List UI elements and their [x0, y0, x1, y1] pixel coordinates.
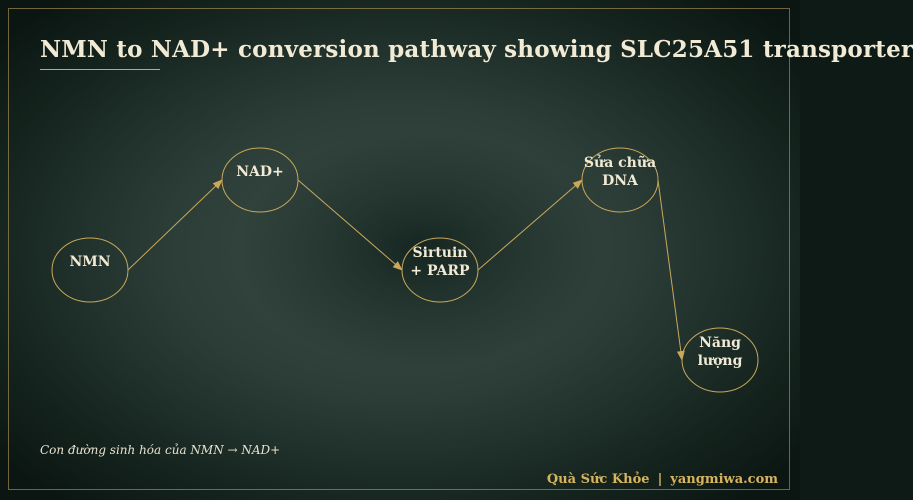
node-label-nmn: NMN: [69, 254, 110, 270]
edge-nad-to-sirtuin: [297, 179, 403, 271]
node-nmn: NMN: [51, 237, 129, 303]
title-underline: [40, 69, 160, 70]
node-nad: NAD+: [221, 147, 299, 213]
footer-credit: Quà Sức Khỏe | yangmiwa.com: [547, 472, 778, 487]
node-label-dna: Sửa chữa: [584, 154, 656, 171]
node-label-sirtuin: Sirtuin: [413, 245, 468, 261]
background: [0, 0, 800, 500]
node-label-energy: Năng: [699, 335, 741, 351]
edge-sirtuin-to-dna: [477, 179, 583, 271]
node-label-dna: DNA: [602, 173, 639, 189]
edge-nmn-to-nad: [127, 179, 223, 271]
page-title: NMN to NAD+ conversion pathway showing S…: [40, 36, 913, 63]
footer-separator: |: [657, 472, 663, 487]
node-sirtuin: Sirtuin + PARP: [401, 237, 479, 303]
node-label-nad: NAD+: [236, 164, 284, 180]
gold-frame: [8, 8, 790, 490]
node-energy: Năng lượng: [681, 327, 759, 393]
node-ellipse-energy: [681, 327, 759, 393]
node-label-sirtuin: + PARP: [410, 263, 470, 279]
diagram-caption: Con đường sinh hóa của NMN → NAD+: [40, 443, 281, 457]
node-label-energy: lượng: [698, 353, 743, 369]
pathway-edges: [127, 179, 685, 361]
edge-dna-to-energy: [657, 179, 685, 361]
node-ellipse-sirtuin: [401, 237, 479, 303]
node-ellipse-nmn: [51, 237, 129, 303]
node-ellipse-nad: [221, 147, 299, 213]
footer-brand: Quà Sức Khỏe: [546, 472, 650, 487]
footer-site-link[interactable]: yangmiwa.com: [670, 472, 778, 487]
node-ellipse-dna: [581, 147, 659, 213]
